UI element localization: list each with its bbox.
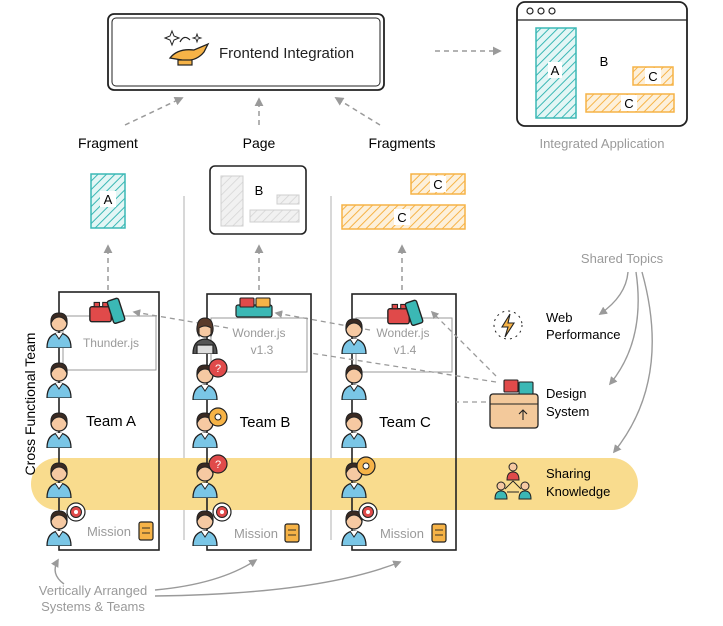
frontend-integration-title: Frontend Integration [219, 45, 354, 62]
team-c-column [351, 293, 457, 551]
team-a-name: Team A [86, 413, 136, 430]
team-b-system: Wonder.js [232, 326, 285, 340]
sharing-knowledge-line2: Knowledge [546, 484, 610, 499]
app-block-c1-label: C [648, 69, 657, 84]
team-a-column [58, 291, 160, 551]
cross-functional-team-label: Cross Functional Team [22, 333, 38, 476]
shared-system-link [274, 310, 371, 331]
web-performance-line2: Performance [546, 327, 620, 342]
target-icon [358, 502, 378, 522]
mission-scroll-icon [284, 523, 300, 543]
page-b: B [209, 165, 307, 235]
design-system-link [430, 310, 497, 377]
fragment-a-label: A [104, 192, 113, 207]
page-label: Page [243, 135, 276, 151]
member-avatar-icon [341, 412, 367, 448]
app-block-c2-label: C [624, 96, 633, 111]
web-performance-line1: Web [546, 310, 573, 325]
fragments-to-integration-arrow [334, 97, 381, 126]
footer-line2: Systems & Teams [41, 599, 145, 614]
mission-scroll-icon [431, 523, 447, 543]
lego-bricks-icon [235, 297, 273, 318]
design-system-line2: System [546, 404, 589, 419]
team-c-version: v1.4 [394, 343, 417, 357]
team-a-mission: Mission [87, 524, 131, 539]
integrated-application-caption: Integrated Application [539, 136, 664, 151]
fragments-label: Fragments [369, 135, 436, 151]
page-b-label: B [255, 183, 264, 198]
lego-bricks-icon [89, 297, 126, 325]
shared-topic-arrow [612, 271, 653, 454]
frontend-integration-box: Frontend Integration [107, 13, 385, 91]
team-a-system: Thunder.js [83, 336, 139, 350]
team-b-name: Team B [240, 414, 291, 431]
team-b-version: v1.3 [251, 343, 274, 357]
target-icon [66, 502, 86, 522]
question-icon: ? [208, 358, 228, 378]
member-avatar-icon [46, 412, 72, 448]
sharing-knowledge-line1: Sharing [546, 466, 591, 481]
shared-topic-arrow [608, 271, 639, 386]
gear-icon [356, 456, 376, 476]
lightning-icon [493, 310, 523, 340]
fragment-c1-label: C [433, 177, 442, 192]
fragment-c2-label: C [397, 210, 406, 225]
footer-arrow [154, 559, 258, 591]
fragment-a [90, 173, 126, 229]
shared-system-link [132, 309, 229, 329]
team-c-name: Team C [379, 414, 431, 431]
design-system-line1: Design [546, 386, 586, 401]
svg-text:?: ? [215, 459, 221, 471]
app-block-a-label: A [551, 63, 560, 78]
team-c-mission: Mission [380, 526, 424, 541]
mission-scroll-icon [138, 521, 154, 541]
fragment-label: Fragment [78, 135, 138, 151]
gear-icon [208, 407, 228, 427]
shared-topics-title: Shared Topics [581, 251, 664, 266]
footer-arrow [154, 560, 402, 597]
question-icon: ? [208, 454, 228, 474]
footer-line1: Vertically Arranged [39, 583, 147, 598]
package-box-icon [489, 379, 539, 429]
design-system-link [309, 352, 497, 383]
shared-topic-arrow [598, 271, 629, 315]
footer-arrow [51, 558, 65, 585]
svg-text:?: ? [215, 363, 221, 375]
team-b-mission: Mission [234, 526, 278, 541]
genie-lamp-icon [163, 29, 210, 66]
team-c-system: Wonder.js [376, 326, 429, 340]
sharing-knowledge-band [31, 458, 638, 510]
people-network-icon [494, 462, 532, 500]
fragment-to-integration-arrow [124, 97, 184, 126]
target-icon [212, 502, 232, 522]
integrated-application-window: A B C C [516, 1, 688, 127]
lego-bricks-icon [387, 299, 424, 327]
app-block-b-label: B [600, 54, 609, 69]
